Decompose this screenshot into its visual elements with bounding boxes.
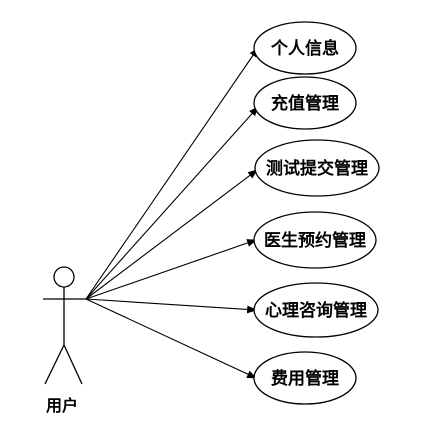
association-recharge: [85, 106, 259, 300]
use-case-label: 个人信息: [270, 38, 339, 59]
use-case-personal-info: 个人信息: [253, 21, 357, 75]
association-fees: [85, 298, 257, 379]
associations: [85, 47, 259, 379]
use-case-ellipse: [253, 211, 377, 269]
use-case-label: 充值管理: [271, 93, 339, 114]
actor-left-leg: [44, 344, 65, 385]
actor-label: 用户: [46, 396, 78, 415]
association-counseling: [85, 298, 257, 314]
association-doctor-appointment: [85, 239, 257, 300]
use-case-ellipse: [253, 282, 379, 338]
use-case-ellipse: [253, 351, 357, 405]
stick-figure-icon: [43, 266, 86, 385]
use-case-ellipse: [254, 139, 380, 197]
use-case-counseling: 心理咨询管理: [253, 282, 379, 338]
association-personal-info: [85, 47, 259, 300]
actor: 用户: [43, 266, 86, 415]
use-case-recharge: 充值管理: [253, 76, 357, 130]
association-test-submit: [85, 169, 258, 300]
actor-right-leg: [63, 344, 83, 385]
use-case-doctor-appointment: 医生预约管理: [253, 211, 377, 269]
use-case-label: 医生预约管理: [264, 230, 366, 251]
use-case-ellipse: [253, 21, 357, 75]
use-case-fees: 费用管理: [253, 351, 357, 405]
use-case-label: 费用管理: [271, 368, 339, 389]
use-case-test-submit: 测试提交管理: [254, 139, 380, 197]
use-case-label: 测试提交管理: [266, 158, 368, 179]
use-case-label: 心理咨询管理: [265, 300, 367, 321]
use-case-ellipse: [253, 76, 357, 130]
actor-head: [53, 266, 75, 288]
